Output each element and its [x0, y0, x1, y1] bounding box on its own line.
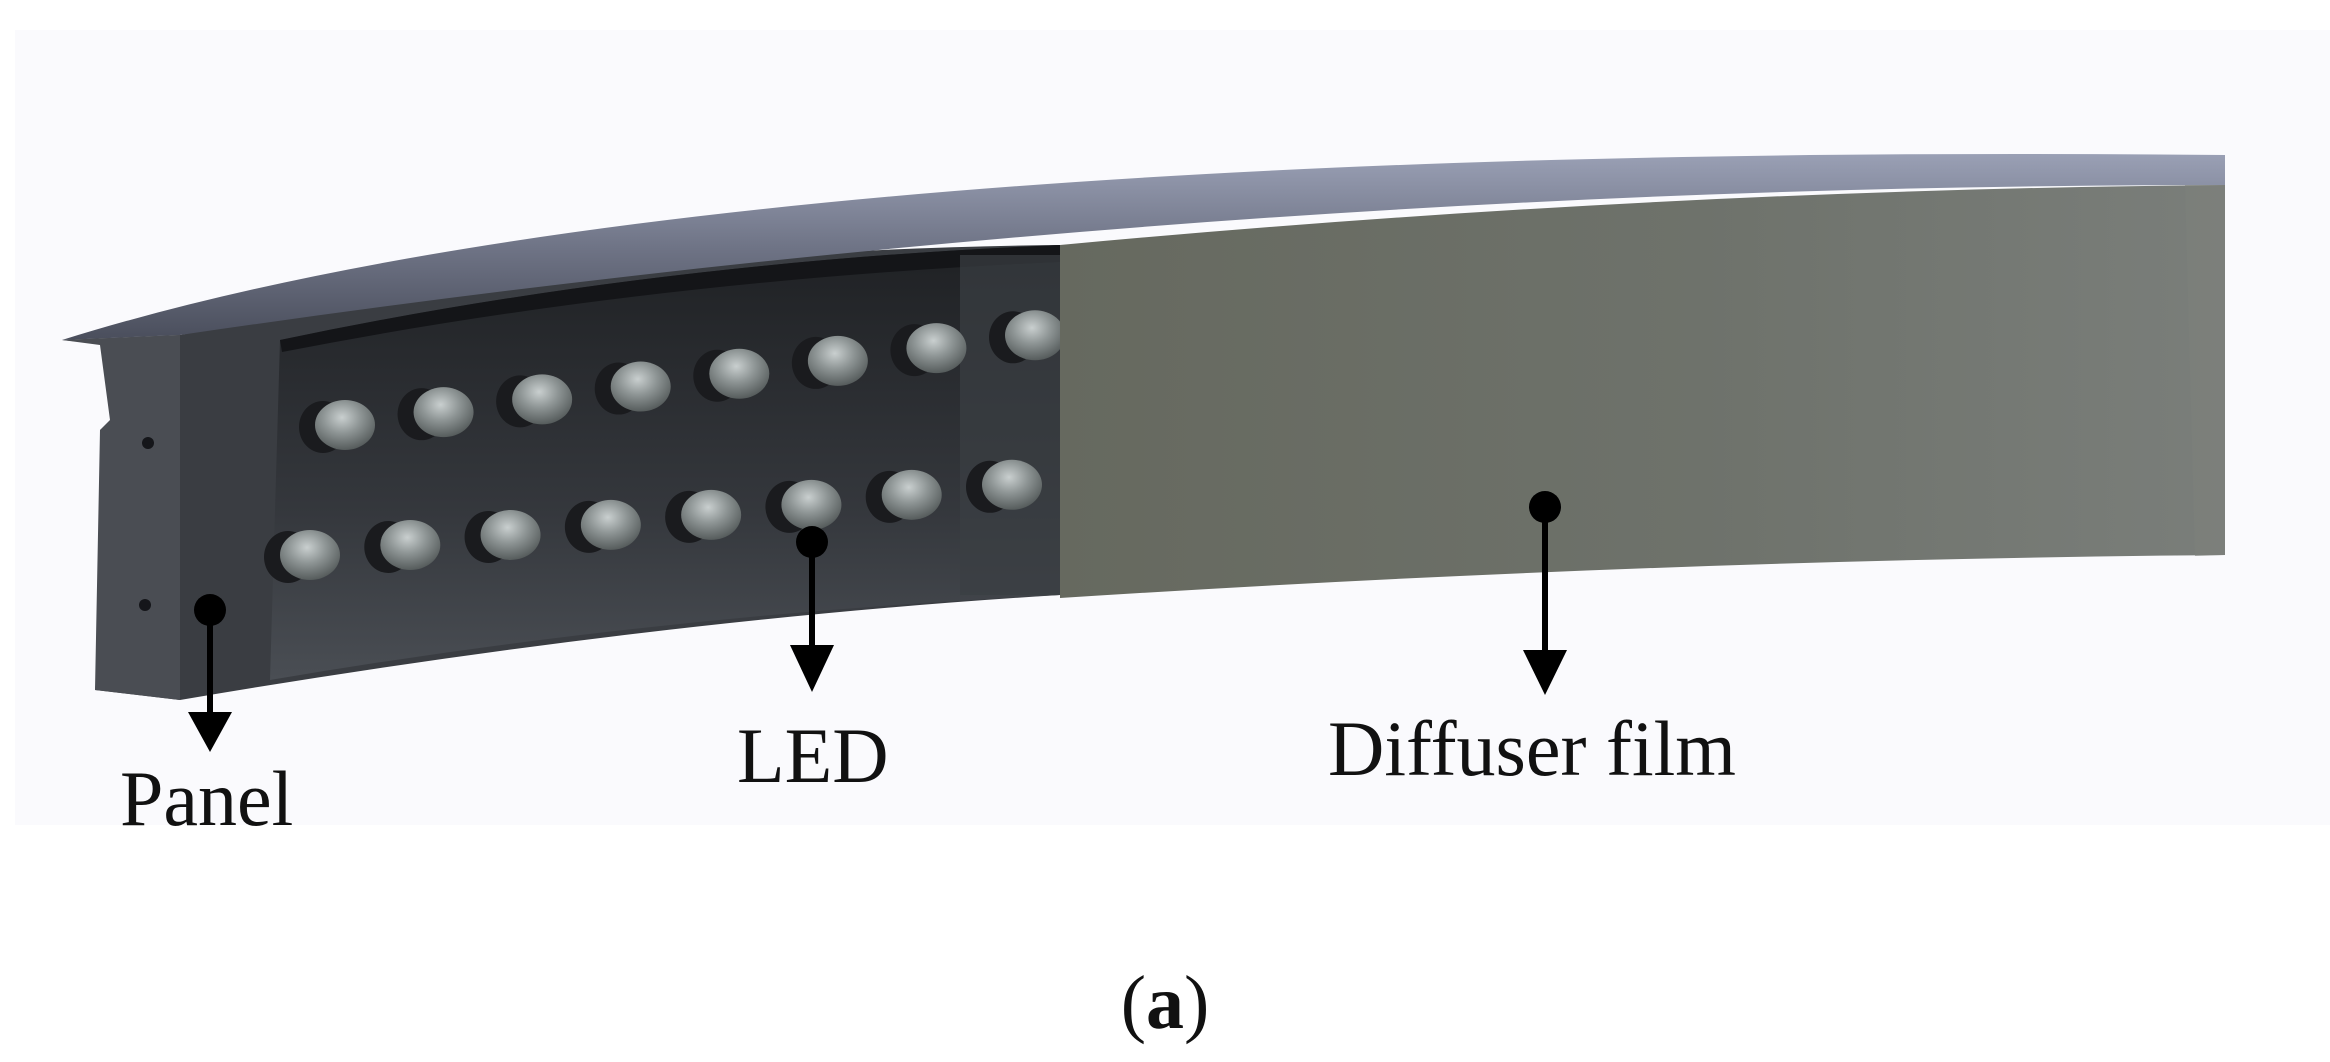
- mount-hole-icon: [139, 599, 151, 611]
- led-bottom-bulb: [580, 499, 641, 550]
- led-top-bulb: [906, 323, 967, 374]
- diffuser-film: [1060, 185, 2225, 598]
- led-pointer-arrow-icon: [790, 645, 834, 692]
- led-array: [264, 310, 1065, 583]
- caption-letter: a: [1146, 961, 1184, 1045]
- caption-open-paren: (: [1121, 961, 1146, 1045]
- panel-top-edge: [62, 153, 2225, 340]
- led-bottom-bulb: [280, 530, 340, 580]
- panel-side-face: [62, 335, 180, 700]
- diffuser-right-edge: [2185, 185, 2225, 556]
- led-bottom-bulb: [380, 519, 441, 570]
- led-bottom-bulb: [881, 469, 942, 520]
- led-top-bulb: [709, 348, 770, 399]
- diffuser-pointer-arrow-icon: [1523, 650, 1567, 695]
- mount-hole-icon: [142, 437, 154, 449]
- panel-label: Panel: [120, 755, 293, 842]
- led-top-bulb: [315, 400, 375, 450]
- cavity-divider: [960, 255, 1060, 595]
- led-top-bulb: [1005, 310, 1065, 361]
- led-top-bulb: [610, 361, 671, 412]
- led-top-bulb: [512, 374, 573, 425]
- led-top-bulb: [807, 335, 868, 386]
- led-bottom-bulb: [982, 459, 1042, 510]
- figure-caption: (a): [1121, 961, 1210, 1045]
- led-top-bulb: [413, 387, 474, 438]
- led-bottom-bulb: [480, 509, 541, 560]
- led-bottom-bulb: [681, 489, 742, 540]
- caption-close-paren: ): [1184, 961, 1209, 1045]
- led-bottom-bulb: [781, 479, 842, 530]
- led-label: LED: [737, 712, 889, 799]
- cavity-inner-rim: [280, 245, 1060, 352]
- panel-pointer-arrow-icon: [188, 712, 232, 752]
- diffuser-label: Diffuser film: [1328, 705, 1736, 792]
